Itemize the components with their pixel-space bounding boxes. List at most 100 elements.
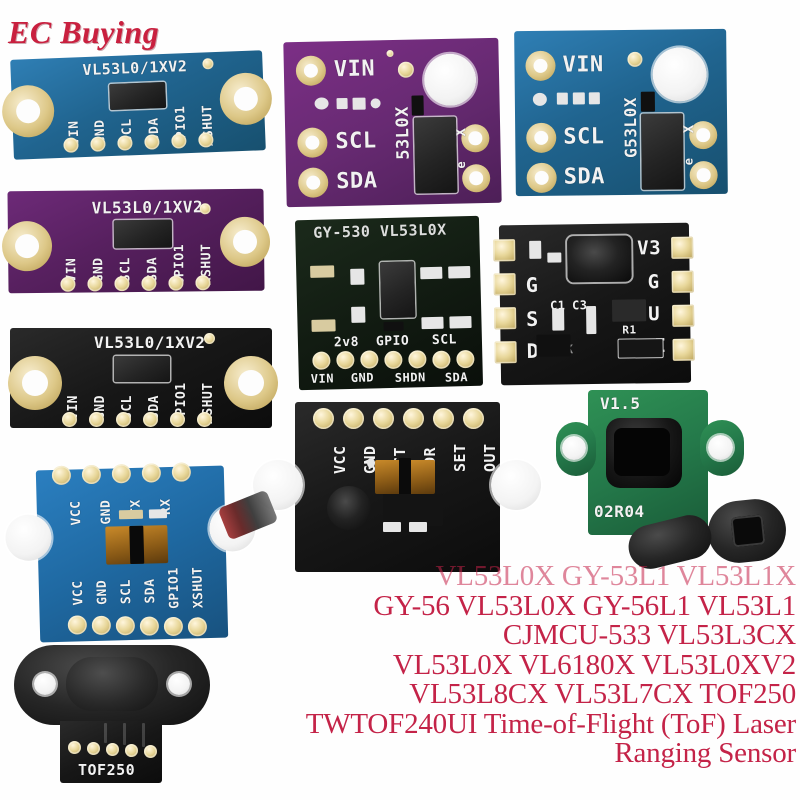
header-pad xyxy=(114,276,130,292)
header-pad xyxy=(87,742,100,755)
board-tof250-module: TOF250 xyxy=(14,645,210,795)
smd-part xyxy=(336,97,348,110)
ref-mark-r1: R1 xyxy=(622,323,637,337)
smd-part xyxy=(586,305,597,335)
header-pad-bottom xyxy=(139,616,160,636)
optical-filter xyxy=(409,460,435,494)
header-pad xyxy=(116,412,131,427)
sensor-chip xyxy=(113,219,173,249)
smd-part xyxy=(383,321,404,332)
castellated-pad xyxy=(494,341,517,364)
board-silk-title: VL53L0/1XV2 xyxy=(91,197,204,218)
mounting-hole xyxy=(34,673,56,695)
product-title-text: VL53L0X GY-53L1 VL53L1X GY-56 VL53L0X GY… xyxy=(300,561,796,769)
header-pad xyxy=(170,412,185,427)
smd-part xyxy=(411,95,424,116)
pin-label-v3: V3 xyxy=(637,237,662,260)
pin-label-s: S xyxy=(526,306,539,331)
header-pad-bottom xyxy=(91,615,112,636)
board-green-wing-right xyxy=(700,420,744,476)
pin-label-out: OUT xyxy=(481,443,499,472)
mounting-hole xyxy=(168,673,190,695)
smd-part xyxy=(536,334,571,357)
smd-part xyxy=(148,509,168,519)
product-line-2: GY-56 VL53L0X GY-56L1 VL53L1 xyxy=(373,589,796,622)
board-black-tof250: VCC GND CT DR SET OUT xyxy=(253,402,541,572)
inner-mark-2v8: 2v8 xyxy=(333,334,360,351)
pin-label-sda: SDA xyxy=(563,164,606,190)
board-silk-title: GY-530 VL53L0X xyxy=(313,220,447,242)
header-pad xyxy=(456,349,475,369)
emitter xyxy=(399,458,411,498)
smd-part xyxy=(420,266,443,280)
board-blue-gy530-top: VIN SCL SDA G53L0X X e xyxy=(514,28,728,197)
smd-part xyxy=(448,266,471,279)
header-pad xyxy=(141,275,157,291)
main-ic xyxy=(380,261,416,319)
board-purple-vl53: VL53L0/1XV2 VIN GND SCL SDA GPIO1 XSHUT xyxy=(1,188,271,294)
product-line-4: VL53L0X VL6180X VL53L0XV2 xyxy=(392,648,796,681)
sensor-chip xyxy=(114,356,170,382)
smd-part xyxy=(640,91,655,112)
mounting-hole xyxy=(224,356,278,410)
header-pad xyxy=(312,351,331,370)
smd-part xyxy=(421,316,444,330)
header-pad xyxy=(60,276,76,292)
mounting-hole xyxy=(491,460,541,510)
mark-02r04: 02R04 xyxy=(594,502,645,521)
smd-part xyxy=(611,299,647,322)
board-black-vl53: VL53L0/1XV2 VIN GND SCL SDA GPIO1 XSHUT xyxy=(8,328,278,428)
pin-label-set: SET xyxy=(451,443,469,472)
header-pad-bottom xyxy=(163,616,184,637)
pin-label-scl: SCL xyxy=(563,124,605,150)
board-silk-title: G53L0X xyxy=(620,97,641,158)
header-pad xyxy=(168,275,184,291)
inner-mark-scl: SCL xyxy=(431,332,458,348)
header-pad-top xyxy=(141,463,162,483)
smd-part xyxy=(314,97,329,110)
pin-label-u: U xyxy=(647,303,661,326)
smd-part xyxy=(449,315,472,329)
smd-part xyxy=(547,252,562,263)
pin-label-vin: VIN xyxy=(333,56,376,83)
pin-label-vcc-top: VCC xyxy=(68,500,85,526)
header-pad xyxy=(63,137,79,153)
header-pad xyxy=(144,745,157,758)
header-pad xyxy=(125,744,138,757)
header-pad xyxy=(197,412,212,427)
mounting-hole xyxy=(423,53,477,107)
through-hole xyxy=(297,127,328,158)
board-silk-title: TOF250 xyxy=(78,761,136,779)
board-silk-title: VL53L0/1XV2 xyxy=(82,57,188,80)
header-pad xyxy=(87,276,103,292)
inner-mark-gpio: GPIO xyxy=(375,333,410,350)
header-pad-top xyxy=(51,465,72,486)
castellated-pad xyxy=(493,239,516,262)
sensor-chip xyxy=(641,113,684,190)
header-pad-bottom xyxy=(67,615,88,635)
header-pad xyxy=(463,408,484,429)
board-dark-gy530: GY-530 VL53L0X 2v8 GPIO SCL VIN GND SHDN… xyxy=(294,215,484,391)
pin-label-shdn: SHDN xyxy=(394,370,426,385)
smd-part xyxy=(350,268,365,285)
castellated-pad xyxy=(671,270,694,293)
board-green-v15: V1.5 02R04 xyxy=(588,390,708,535)
header-pad-bottom xyxy=(187,617,208,637)
castellated-pad xyxy=(493,273,516,296)
pin-label-g-left: G xyxy=(525,272,539,297)
smd-part xyxy=(370,98,381,109)
castellated-pad xyxy=(671,236,694,259)
header-pad xyxy=(408,350,427,369)
board-green-wing-left xyxy=(556,422,596,476)
castellated-pad xyxy=(672,304,695,327)
smd-part xyxy=(618,339,663,358)
header-pad xyxy=(432,350,451,369)
product-line-3: CJMCU-533 VL53L3CX xyxy=(502,619,796,652)
header-pad-top xyxy=(111,464,132,484)
pin-label-g-right: G xyxy=(647,271,660,294)
smd-part xyxy=(383,522,401,532)
pin-label-xshut-bottom: XSHUT xyxy=(190,566,207,609)
header-pad xyxy=(384,350,403,370)
smd-part xyxy=(409,522,427,532)
